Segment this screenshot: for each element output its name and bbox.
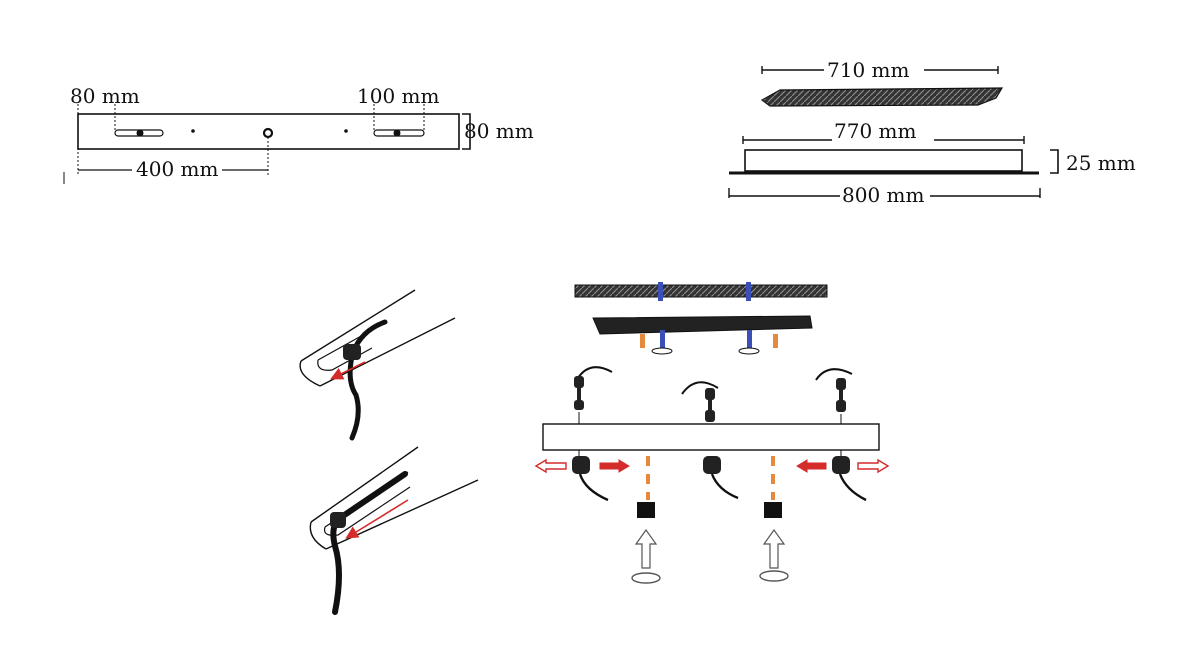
- small-hole: [344, 129, 348, 133]
- dim-top-width: 710 mm: [827, 58, 909, 82]
- panel-dimension-drawing: 710 mm 770 mm 25 mm 800 mm: [728, 58, 1136, 207]
- arrow-shape: [599, 459, 630, 473]
- hook-head: [574, 376, 584, 388]
- hook-stem: [577, 388, 581, 400]
- rail-edge: [300, 289, 416, 362]
- panel-frame: [744, 149, 1023, 172]
- plug: [637, 502, 655, 518]
- center-hole: [262, 127, 274, 139]
- dim-rail-height: 80 mm: [464, 119, 534, 143]
- dim-center-spacing: 400 mm: [136, 157, 218, 181]
- connector-block: [832, 456, 850, 474]
- up-arrow: [634, 528, 658, 569]
- ceiling-plate: [574, 284, 828, 298]
- arrow-shape: [534, 458, 567, 474]
- rail-edge: [319, 317, 456, 387]
- cable-clip: [330, 512, 346, 528]
- connector-cable: [710, 473, 739, 500]
- red-arrow-right-outward: [857, 458, 890, 474]
- exploded-assembly: [534, 282, 890, 584]
- suspension-hook-right: [815, 368, 853, 460]
- power-cable: [347, 319, 388, 441]
- connector-block: [572, 456, 590, 474]
- cable-clip: [343, 344, 361, 360]
- hook-stem: [839, 390, 843, 400]
- blue-bolt: [747, 330, 752, 348]
- slide-arrow: [330, 361, 366, 380]
- rail-edge: [310, 446, 419, 523]
- dim-inner-width: 770 mm: [834, 119, 916, 143]
- blue-bolt: [746, 282, 751, 301]
- connector-block: [703, 456, 721, 474]
- red-arrow-left-outward: [534, 458, 567, 474]
- dim-right-slot: 100 mm: [357, 84, 439, 108]
- suspension-hook-center: [681, 381, 719, 422]
- mounting-rail: [592, 315, 813, 335]
- hook-wire: [681, 381, 719, 395]
- red-arrow-left-inward: [599, 459, 630, 473]
- dim-left-offset: 80 mm: [70, 84, 140, 108]
- left-slot-hole: [136, 129, 144, 137]
- depth-bracket: [1050, 149, 1059, 174]
- rail-slot: [323, 486, 411, 536]
- suspension-hook-left: [574, 366, 613, 460]
- rail-end: [299, 360, 321, 387]
- blue-bolt: [660, 330, 665, 348]
- dim-overall-width: 800 mm: [842, 183, 924, 207]
- small-hole: [191, 129, 195, 133]
- rail-dimension-drawing: 80 mm 100 mm 80 mm 400 mm: [63, 84, 534, 184]
- connector-right: [832, 456, 867, 502]
- spacer: [773, 334, 778, 348]
- hook-head: [705, 388, 715, 400]
- up-arrow: [762, 528, 786, 569]
- light-housing: [542, 423, 880, 451]
- connector-cable: [838, 473, 867, 502]
- power-cable: [330, 471, 408, 615]
- hook-head: [836, 378, 846, 390]
- arrow-shape: [796, 459, 827, 473]
- rail-end: [309, 521, 327, 550]
- hook-wire: [577, 366, 613, 379]
- hook-stem: [708, 400, 712, 410]
- cable-feed-illustration-top: [299, 289, 456, 441]
- right-slot-hole: [393, 129, 401, 137]
- connector-cable: [578, 473, 609, 502]
- rotate-indicator: [631, 572, 661, 584]
- mounting-bracket: [760, 87, 1004, 107]
- cable-feed-illustration-bottom: [309, 446, 479, 615]
- slide-arrow: [345, 499, 409, 539]
- hook-grip: [836, 400, 846, 412]
- connector-center: [703, 456, 739, 500]
- hook-grip: [574, 400, 584, 410]
- height-bracket: [462, 113, 471, 150]
- red-arrow-right-inward: [796, 459, 827, 473]
- rotate-indicator: [759, 570, 789, 582]
- screw-arrow-left: [631, 528, 661, 584]
- washer: [738, 347, 760, 355]
- blue-bolt: [658, 282, 663, 301]
- connector-left: [572, 456, 609, 502]
- arrow-shape: [857, 458, 890, 474]
- screw-arrow-right: [759, 528, 789, 582]
- spacer: [640, 334, 645, 348]
- hook-grip: [705, 410, 715, 422]
- dim-frame-depth: 25 mm: [1066, 151, 1136, 175]
- hook-wire: [815, 368, 853, 381]
- washer: [651, 347, 673, 355]
- plug: [764, 502, 782, 518]
